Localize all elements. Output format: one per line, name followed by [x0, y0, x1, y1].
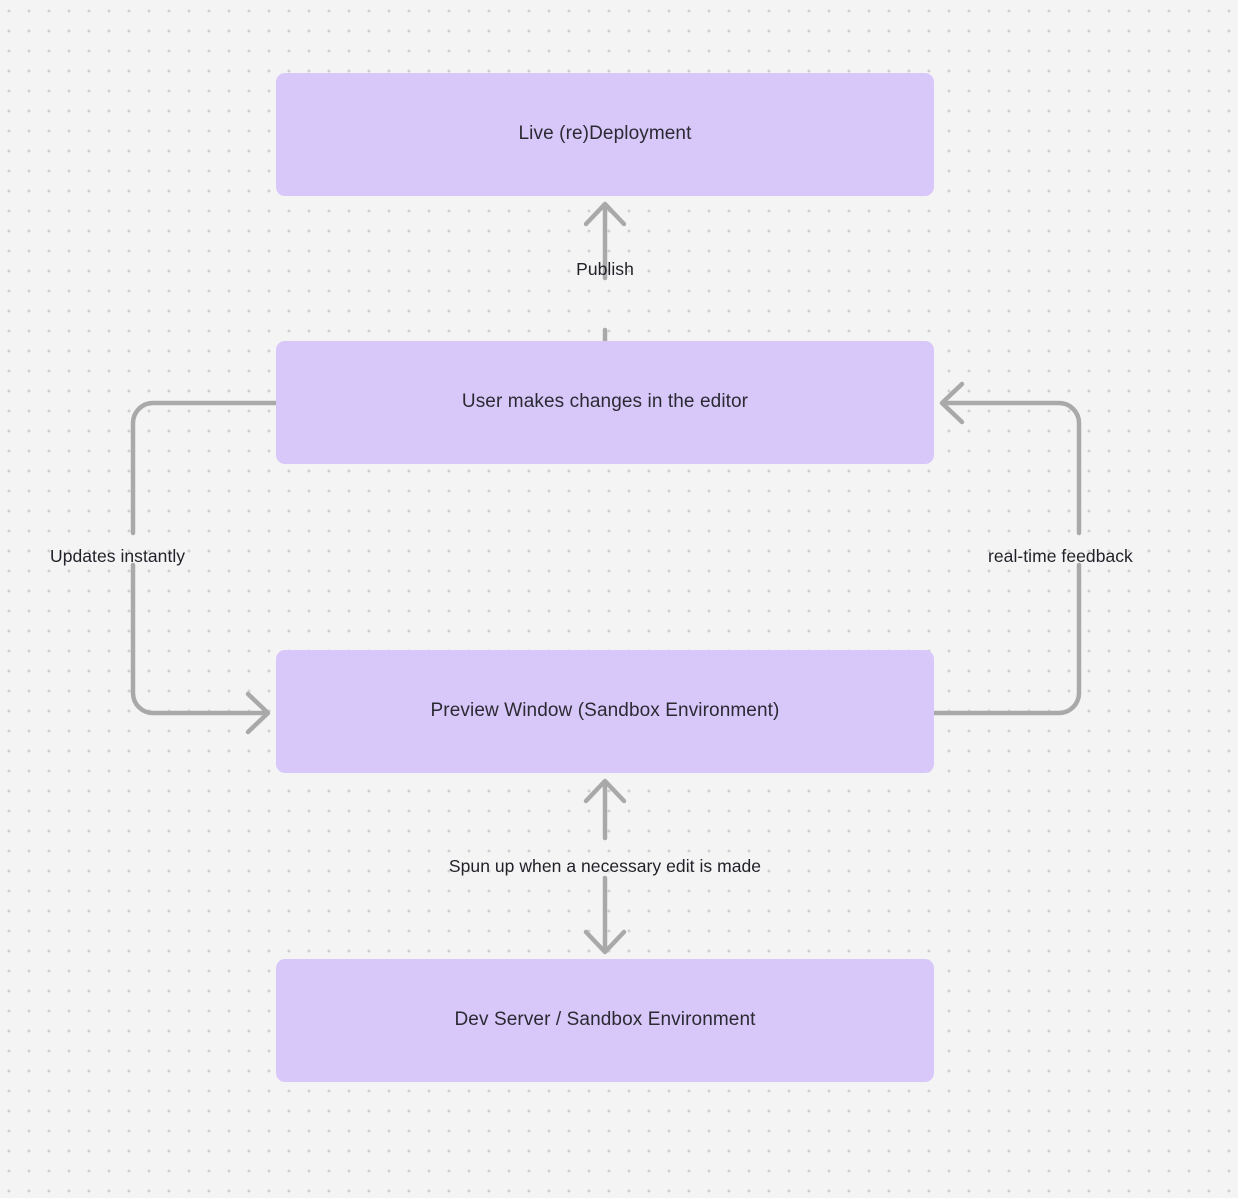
- edge-label-real-time-feedback: real-time feedback: [988, 546, 1133, 566]
- node-label: Preview Window (Sandbox Environment): [430, 700, 780, 722]
- node-label: Dev Server / Sandbox Environment: [454, 1009, 756, 1031]
- node-preview-window[interactable]: Preview Window (Sandbox Environment): [276, 650, 934, 773]
- edge-label-spun-up: Spun up when a necessary edit is made: [448, 856, 762, 876]
- edge-label-updates-instantly: Updates instantly: [50, 546, 186, 566]
- node-dev-server[interactable]: Dev Server / Sandbox Environment: [276, 959, 934, 1082]
- node-user-changes[interactable]: User makes changes in the editor: [276, 341, 934, 464]
- edge-label-publish: Publish: [576, 259, 634, 279]
- edge-updates-instantly: [130, 400, 279, 735]
- node-label: Live (re)Deployment: [518, 123, 692, 145]
- node-live-deployment[interactable]: Live (re)Deployment: [276, 73, 934, 196]
- node-label: User makes changes in the editor: [461, 391, 749, 413]
